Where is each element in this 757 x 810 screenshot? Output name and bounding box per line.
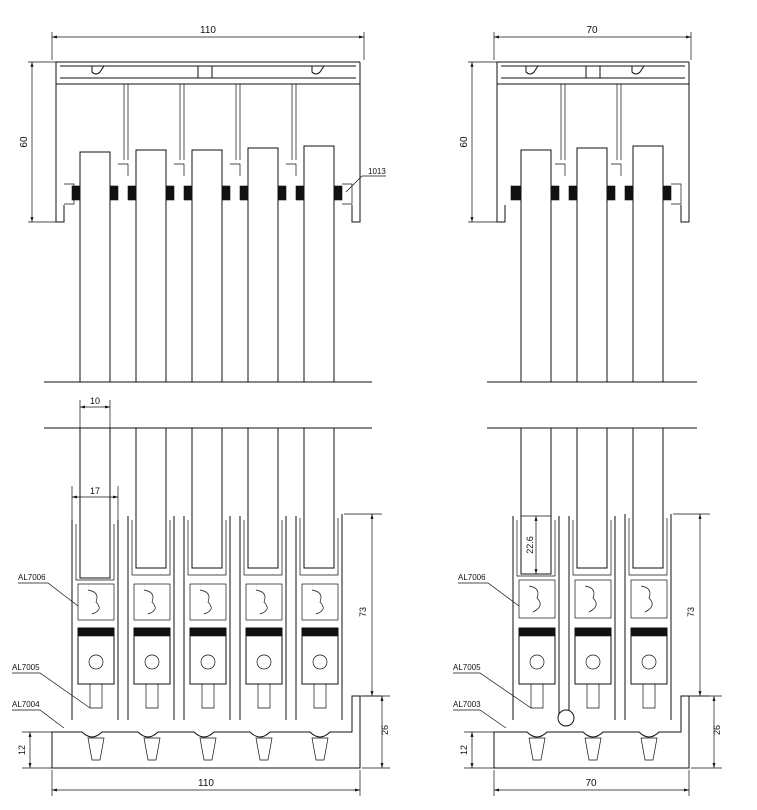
callout-left-sill: AL7004 (12, 700, 40, 709)
left-carriers (77, 583, 339, 621)
left-top-dimensions: 110 60 1013 (19, 25, 386, 223)
left-sill-section (44, 427, 372, 769)
dim-right-top-width: 70 (586, 25, 598, 36)
dim-right-bottom-width: 70 (585, 778, 597, 789)
dim-left-base-height: 12 (17, 745, 27, 755)
callout-left-top-gasket: 1013 (368, 167, 386, 176)
dim-glass-depth: 22.6 (525, 536, 535, 554)
dim-bead-width: 17 (90, 486, 100, 496)
right-head-section (487, 61, 697, 383)
right-rollers (518, 627, 668, 727)
callout-right-sill: AL7003 (453, 700, 481, 709)
dim-glass-width: 10 (90, 396, 100, 406)
callout-right-roller: AL7005 (453, 663, 481, 672)
dim-left-height: 60 (19, 136, 30, 148)
left-rollers (77, 627, 339, 709)
dim-right-base-height: 12 (459, 745, 469, 755)
right-top-dimensions: 70 60 (459, 25, 692, 223)
right-head-gaskets (510, 185, 672, 201)
dim-left-sill-height: 26 (380, 725, 390, 735)
left-head-gaskets (71, 185, 343, 201)
callout-right-carrier: AL7006 (458, 573, 486, 582)
callout-left-carrier: AL7006 (18, 573, 46, 582)
dim-left-bottom-height: 73 (358, 607, 368, 617)
dim-right-bottom-height: 73 (686, 607, 696, 617)
left-head-section (44, 61, 372, 383)
right-carriers (518, 579, 668, 619)
left-bottom-dimensions: 10 17 73 26 12 110 AL7006 AL7005 AL7004 (12, 396, 390, 796)
dim-left-bottom-width: 110 (198, 778, 214, 789)
dim-right-sill-height: 26 (712, 725, 722, 735)
callout-left-roller: AL7005 (12, 663, 40, 672)
right-bottom-dimensions: 22.6 73 26 12 70 AL7006 AL7005 AL7003 (453, 513, 722, 796)
dim-right-height: 60 (459, 136, 470, 148)
dim-left-top-width: 110 (200, 25, 216, 36)
right-sill-section (487, 427, 697, 769)
